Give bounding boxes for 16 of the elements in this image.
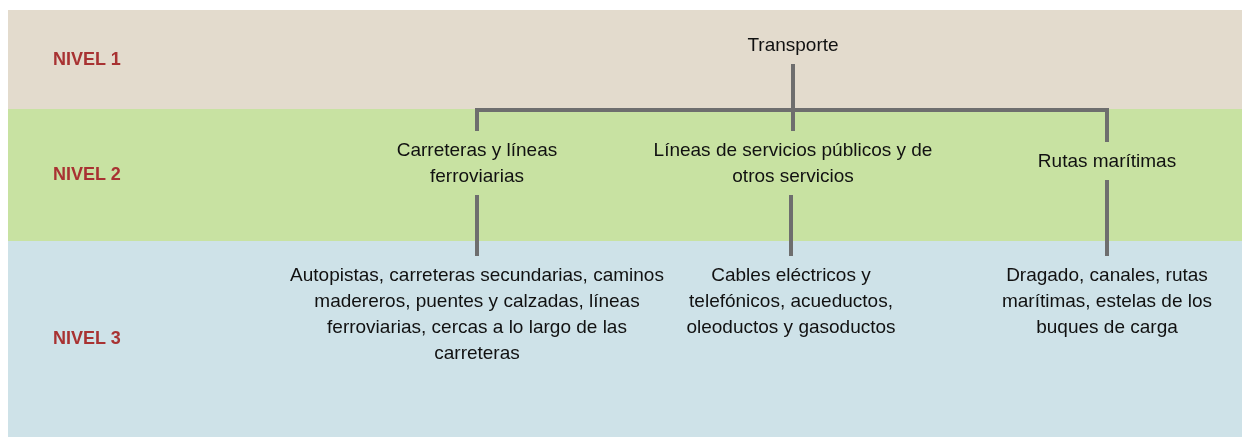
level-band (8, 10, 1242, 109)
connector-line (789, 195, 793, 256)
level-label: NIVEL 3 (53, 328, 121, 349)
level-band (8, 109, 1242, 241)
category-text: Transporte (733, 32, 853, 58)
category-text: Dragado, canales, rutas marítimas, estelas de los buques de carga (997, 262, 1217, 340)
category-text: Autopistas, carreteras secundarias, caminos madereros, puentes y calzadas, líneas ferroviarias, cercas a lo largo de las carreteras (288, 262, 666, 366)
level-band (8, 241, 1242, 437)
category-text: Rutas marítimas (997, 148, 1217, 174)
category-text: Líneas de servicios públicos y de otros servicios (633, 137, 953, 189)
level-label: NIVEL 1 (53, 48, 121, 70)
level-label: NIVEL 2 (53, 164, 121, 185)
category-text: Carreteras y líneas ferroviarias (357, 137, 597, 189)
connector-line (475, 195, 479, 256)
category-text: Cables eléctricos y telefónicos, acueductos, oleoductos y gasoductos (681, 262, 901, 340)
connector-line (1105, 180, 1109, 256)
